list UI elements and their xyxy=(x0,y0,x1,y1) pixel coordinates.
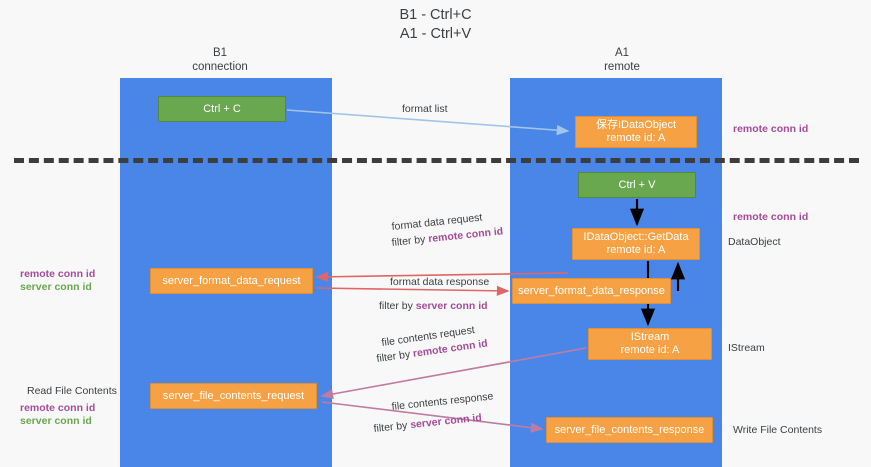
note-right-remote-conn-id-top: remote conn id xyxy=(733,123,809,135)
filter-prefix-2: filter by xyxy=(379,300,416,312)
label-format-data-request: format data request xyxy=(391,212,483,233)
node-idataobject[interactable]: 保存IDataObject remote id: A xyxy=(575,116,697,148)
column-header-b1: B1 connection xyxy=(192,47,248,73)
node-server-format-data-response[interactable]: server_format_data_response xyxy=(512,278,671,304)
filter-key-server-conn-id-2: server conn id xyxy=(410,412,483,431)
note-right-write-file-contents: Write File Contents xyxy=(733,424,823,436)
label-file-contents-response: file contents response xyxy=(391,390,494,413)
filter-key-server-conn-id-1: server conn id xyxy=(416,300,488,312)
label-file-contents-request: file contents request xyxy=(381,324,476,349)
filter-key-remote-conn-id-1: remote conn id xyxy=(428,225,504,245)
node-ctrl-c[interactable]: Ctrl + C xyxy=(158,96,286,122)
note-left-remote-conn-id: remote conn id xyxy=(20,268,96,280)
arrow-format-data-response xyxy=(316,285,510,296)
page-title: B1 - Ctrl+C A1 - Ctrl+V xyxy=(399,7,472,42)
note-left-server-conn-id: server conn id xyxy=(20,281,92,293)
arrow-file-contents-response xyxy=(321,401,544,433)
note-left-conn-ids-2: remote conn id server conn id xyxy=(20,402,95,428)
note-right-remote-conn-id-mid: remote conn id xyxy=(733,211,809,223)
label-file-contents-response-filter: filter by server conn id xyxy=(373,412,482,435)
note-left-conn-ids: remote conn id server conn id xyxy=(20,268,95,294)
node-ctrl-v[interactable]: Ctrl + V xyxy=(578,172,696,198)
note-left-remote-conn-id-2: remote conn id xyxy=(20,402,96,414)
node-istream[interactable]: IStream remote id: A xyxy=(588,328,712,360)
filter-prefix-3: filter by xyxy=(376,348,414,365)
filter-key-remote-conn-id-2: remote conn id xyxy=(412,337,488,359)
label-format-data-request-filter: filter by remote conn id xyxy=(391,225,504,249)
label-file-contents-request-filter: filter by remote conn id xyxy=(376,337,489,364)
node-server-file-contents-response[interactable]: server_file_contents_response xyxy=(546,417,713,443)
filter-prefix-4: filter by xyxy=(373,419,411,435)
label-format-data-response-filter: filter by server conn id xyxy=(379,300,488,312)
node-idataobject-getdata[interactable]: IDataObject::GetData remote id: A xyxy=(572,228,700,260)
label-format-data-response: format data response xyxy=(390,276,489,288)
node-server-file-contents-request[interactable]: server_file_contents_request xyxy=(150,383,317,409)
note-right-dataobject: DataObject xyxy=(728,236,781,248)
node-server-format-data-request[interactable]: server_format_data_request xyxy=(150,268,313,294)
label-format-list: format list xyxy=(402,103,448,115)
note-left-server-conn-id-2: server conn id xyxy=(20,415,92,427)
note-left-read-file-contents: Read File Contents xyxy=(27,385,117,397)
note-right-istream: IStream xyxy=(728,342,765,354)
column-header-a1: A1 remote xyxy=(604,47,640,73)
phase-divider xyxy=(14,158,859,163)
filter-prefix-1: filter by xyxy=(391,233,429,249)
